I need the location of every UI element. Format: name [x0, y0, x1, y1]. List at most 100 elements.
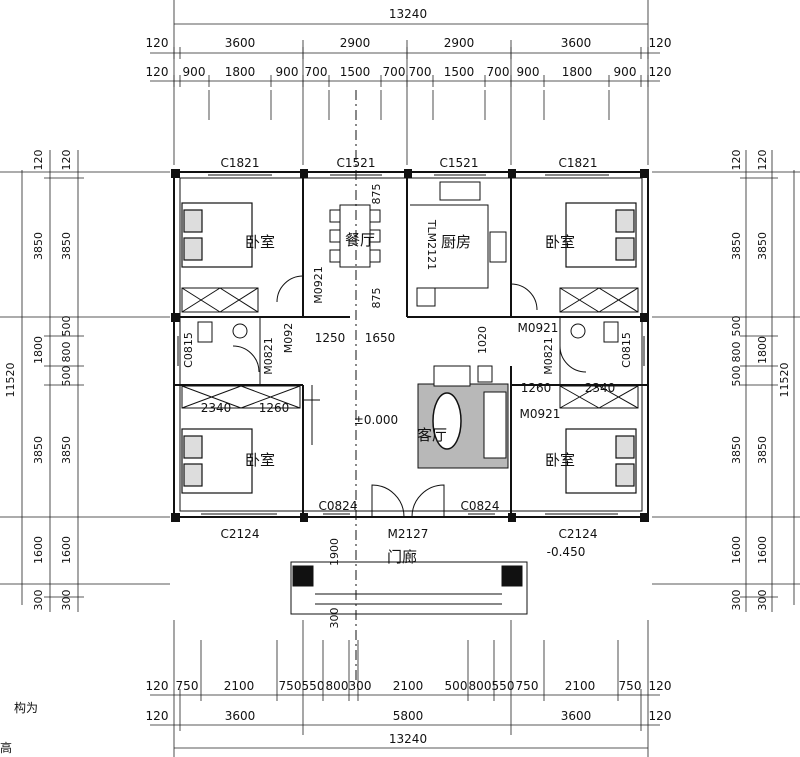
bathroom-fixtures [197, 321, 619, 383]
room-bedroom-tr: 卧室 [545, 233, 575, 251]
bottom-dimension-text: 120 750 2100 750 550 800 300 2100 500 80… [146, 679, 672, 746]
dim-top-r2-6: 700 [383, 65, 406, 79]
label-1650: 1650 [365, 331, 396, 345]
dim-top-r2-0: 120 [146, 65, 169, 79]
top-dimension-text: 13240 120 3600 2900 2900 3600 120 120 90… [146, 7, 672, 79]
dim-right-a7: 1600 [730, 536, 743, 564]
label-875-bottom: 875 [370, 288, 383, 309]
room-bedroom-br: 卧室 [545, 451, 575, 469]
label-c2124-left: C2124 [221, 527, 260, 541]
dim-bot-r2-5: 800 [326, 679, 349, 693]
dim-bot-r2-4: 550 [302, 679, 325, 693]
dim-left-b4: 800 [60, 342, 73, 363]
dim-right-b2: 1800 [756, 336, 769, 364]
side-dimension-text-left: 120 120 3850 3850 1800 500 800 500 3850 … [4, 150, 73, 611]
dim-bot-r2-9: 800 [469, 679, 492, 693]
dim-left-a7: 1600 [32, 536, 45, 564]
dim-bot-r2-2: 2100 [224, 679, 255, 693]
dim-left-b8: 300 [60, 590, 73, 611]
dim-left-a0: 120 [32, 150, 45, 171]
dim-right-b0: 120 [756, 150, 769, 171]
room-kitchen: 厨房 [441, 233, 471, 251]
living-furniture [417, 365, 509, 469]
dim-left-a1: 3850 [32, 232, 45, 260]
label-m0921-right-top: M0921 [518, 321, 559, 335]
beds [181, 202, 637, 494]
label-fragment-1: 构为 [14, 700, 38, 715]
dim-left-b3: 500 [60, 316, 73, 337]
dim-right-b6: 3850 [756, 436, 769, 464]
dim-bot-r2-7: 2100 [393, 679, 424, 693]
label-300-porch: 300 [328, 608, 341, 629]
dim-right-b8: 300 [756, 590, 769, 611]
room-dining: 餐厅 [345, 231, 375, 249]
dim-bot-r1-2: 5800 [393, 709, 424, 723]
dim-bot-r2-6: 300 [349, 679, 372, 693]
top-dimensions [150, 0, 660, 165]
kitchen-counter [410, 181, 507, 307]
label-m0821-left: M0821 [262, 337, 275, 375]
dim-bot-r2-14: 120 [649, 679, 672, 693]
dim-top-r2-3: 900 [276, 65, 299, 79]
label-c1821-right: C1821 [559, 156, 598, 170]
dim-top-r2-1: 900 [183, 65, 206, 79]
label-elev-zero: ±0.000 [354, 413, 398, 427]
dim-left-b7: 1600 [60, 536, 73, 564]
dim-right-a4: 800 [730, 342, 743, 363]
label-c0815-right: C0815 [620, 332, 633, 368]
label-m2127: M2127 [388, 527, 429, 541]
room-porch: 门廊 [387, 548, 417, 566]
dim-top-r1-4: 3600 [561, 36, 592, 50]
dim-right-a8: 300 [730, 590, 743, 611]
columns [171, 169, 649, 522]
label-m092: M092 [282, 323, 295, 354]
dim-left-a8: 300 [32, 590, 45, 611]
dim-top-total: 13240 [389, 7, 427, 21]
dim-top-r1-0: 120 [146, 36, 169, 50]
dim-bot-r2-12: 2100 [565, 679, 596, 693]
dim-right-total: 11520 [778, 363, 791, 398]
dim-top-r2-4: 700 [305, 65, 328, 79]
label-1900: 1900 [328, 538, 341, 566]
dim-right-a5: 500 [730, 366, 743, 387]
dim-left-total: 11520 [4, 363, 17, 398]
dim-left-a6: 3850 [32, 436, 45, 464]
dim-left-b5: 500 [60, 366, 73, 387]
dining-table [329, 204, 381, 268]
dim-left-b0: 120 [60, 150, 73, 171]
dim-top-r1-3: 2900 [444, 36, 475, 50]
label-c0824-left: C0824 [319, 499, 358, 513]
dim-top-r2-5: 1500 [340, 65, 371, 79]
side-dimension-text-right: 120 120 3850 3850 500 800 500 1800 3850 … [730, 150, 791, 611]
label-2340-left: 2340 [201, 401, 232, 415]
label-1250: 1250 [315, 331, 346, 345]
dim-top-r2-9: 700 [487, 65, 510, 79]
dim-left-b1: 3850 [60, 232, 73, 260]
dim-top-r2-8: 1500 [444, 65, 475, 79]
porch [290, 561, 528, 615]
label-tlm2121: TLM2121 [425, 219, 438, 270]
label-fragment-2: 高 [0, 740, 12, 755]
label-c2124-right: C2124 [559, 527, 598, 541]
dim-bot-r2-1: 750 [176, 679, 199, 693]
label-elev-porch: -0.450 [547, 545, 586, 559]
dim-right-a6: 3850 [730, 436, 743, 464]
dim-top-r1-5: 120 [649, 36, 672, 50]
room-bedroom-bl: 卧室 [245, 451, 275, 469]
label-m0921-left: M0921 [312, 266, 325, 304]
label-c0815-left: C0815 [182, 332, 195, 368]
dim-bot-r1-1: 3600 [225, 709, 256, 723]
dim-top-r1-1: 3600 [225, 36, 256, 50]
dim-right-a0: 120 [730, 150, 743, 171]
dim-top-r2-11: 1800 [562, 65, 593, 79]
bottom-dimensions [150, 620, 660, 757]
dim-top-r2-7: 700 [409, 65, 432, 79]
label-1260-left: 1260 [259, 401, 290, 415]
dim-bot-r2-0: 120 [146, 679, 169, 693]
dim-left-b6: 3850 [60, 436, 73, 464]
label-c1821-left: C1821 [221, 156, 260, 170]
dim-left-a2: 1800 [32, 336, 45, 364]
dim-bot-r2-13: 750 [619, 679, 642, 693]
label-1260-right: 1260 [521, 381, 552, 395]
